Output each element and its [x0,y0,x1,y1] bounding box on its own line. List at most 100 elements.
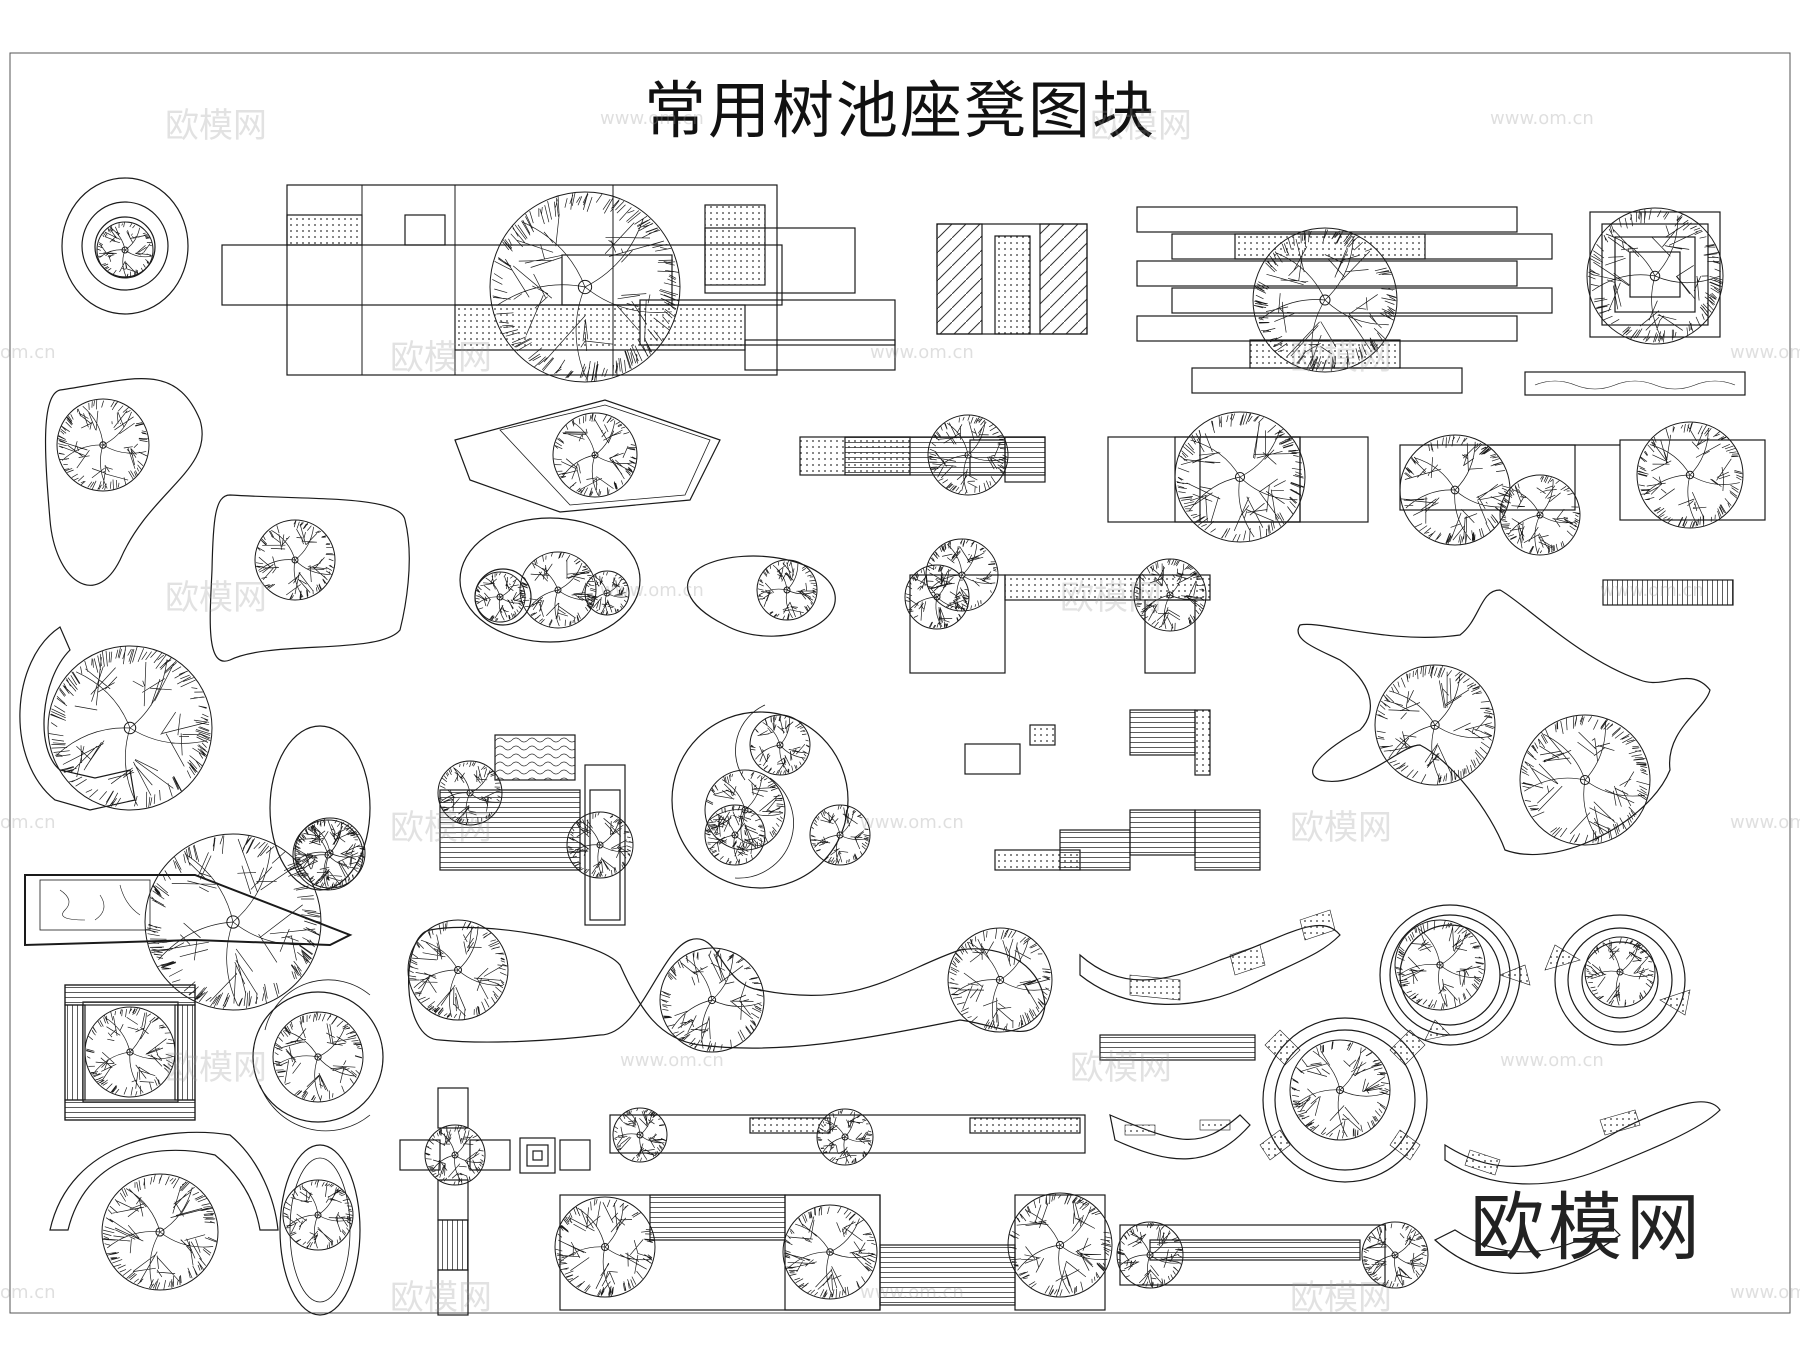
tree-branches [810,804,870,865]
outline-rect [1119,1224,1386,1286]
tree-canopy [809,804,871,866]
outline-path [1544,944,1691,1016]
outline-rect [64,984,196,1006]
tree-branches [1117,1222,1183,1288]
outline-circle [1554,914,1686,1046]
outline-rect [437,1179,469,1221]
outline-path [499,404,711,506]
tree-canopy [1174,411,1306,543]
block-arc-pool-left [19,626,213,811]
outline-path [19,626,136,811]
tree-branches [57,399,149,490]
outline-path [1433,1224,1621,1274]
tree-branches [1009,1193,1112,1297]
tree-branches [1176,412,1304,543]
tree-canopy [407,919,509,1021]
tree-symbol [554,1196,656,1298]
tree-canopy [782,1204,878,1300]
outline-path [1534,380,1736,390]
tree-canopy [254,519,336,601]
tree-branches [1253,228,1397,372]
tree-symbol [947,927,1053,1033]
block-cross-bench-pool [399,1087,591,1316]
tree-canopy [96,221,154,279]
tree-symbol [144,833,322,1011]
outline-rect [1136,260,1518,287]
tree-branches [492,192,680,382]
outline-circle [252,991,384,1123]
tree-symbol [474,571,526,623]
tree-canopy [272,1011,364,1103]
outline-rect [221,244,783,306]
tree-symbol [1361,1221,1429,1289]
brand-logo-mark: 欧模网 [1470,1185,1704,1271]
tree-symbol [612,1107,668,1163]
outline-rect [437,1087,469,1129]
tree-canopy [612,1107,668,1163]
tree-canopy [437,760,503,826]
tree-branches [255,520,335,600]
tree-canopy [84,1006,176,1098]
block-s-curve-pool [407,919,1053,1053]
tree-symbol [1636,421,1744,529]
block-y-shaped-pool [1297,589,1711,856]
tree-symbol [566,811,634,879]
outline-rect [994,235,1031,335]
tree-symbol [1586,207,1724,345]
outline-rect [174,1004,196,1101]
drawing-frame [9,52,1791,1314]
block-wood-bench [1524,371,1746,396]
outline-rect [1099,1034,1256,1061]
tree-canopy [1116,1221,1184,1289]
tree-branches [1134,559,1205,631]
block-round-pool-segmented [1379,904,1531,1046]
outline-rect [1124,1124,1156,1136]
tree-branches [282,1180,353,1249]
tree-symbol [96,221,154,279]
outline-rect [1524,371,1746,396]
outline-ellipse [61,177,189,315]
outline-path [1109,1113,1251,1160]
outline-rect [1171,287,1553,314]
tree-symbol [424,1124,486,1186]
outline-circle [94,216,156,278]
outline-rect [1004,574,1141,601]
tree-canopy [659,947,765,1053]
block-round-three-trees [671,704,871,889]
tree-symbol [437,760,503,826]
outline-path [259,979,371,1132]
outline-rect [64,1099,196,1121]
block-hexagon-pool [454,399,721,513]
tree-canopy [1584,936,1656,1008]
outline-ellipse [459,517,641,643]
tree-symbol [756,559,818,621]
tree-symbol [56,398,150,492]
outline-path [1129,974,1181,1001]
tree-symbol [552,412,638,498]
outline-rect [526,1144,549,1167]
tree-branches [757,560,817,620]
tree-canopy [554,1196,656,1298]
tree-canopy [1374,664,1496,786]
tree-canopy [1007,1192,1113,1298]
tree-symbol [1584,936,1656,1008]
block-triple-pool-right [1399,421,1766,556]
tree-branches [102,1174,217,1290]
outline-rect [519,1137,556,1174]
tree-symbol [927,414,1009,496]
outline-rect [286,214,363,246]
outline-rect [936,223,983,335]
tree-branches [555,1198,655,1297]
outline-rect [532,1150,543,1161]
tree-canopy [756,559,818,621]
block-hatched-square [936,223,1088,335]
block-stepped-bench [964,709,1261,871]
tree-canopy [282,1179,354,1251]
outline-rect [286,184,778,376]
outline-rect [704,204,766,286]
outline-rect [1194,709,1211,776]
tree-symbol [101,1173,219,1291]
outline-rect [639,299,896,346]
tree-symbol [84,1006,176,1098]
outline-rect [1399,444,1576,511]
